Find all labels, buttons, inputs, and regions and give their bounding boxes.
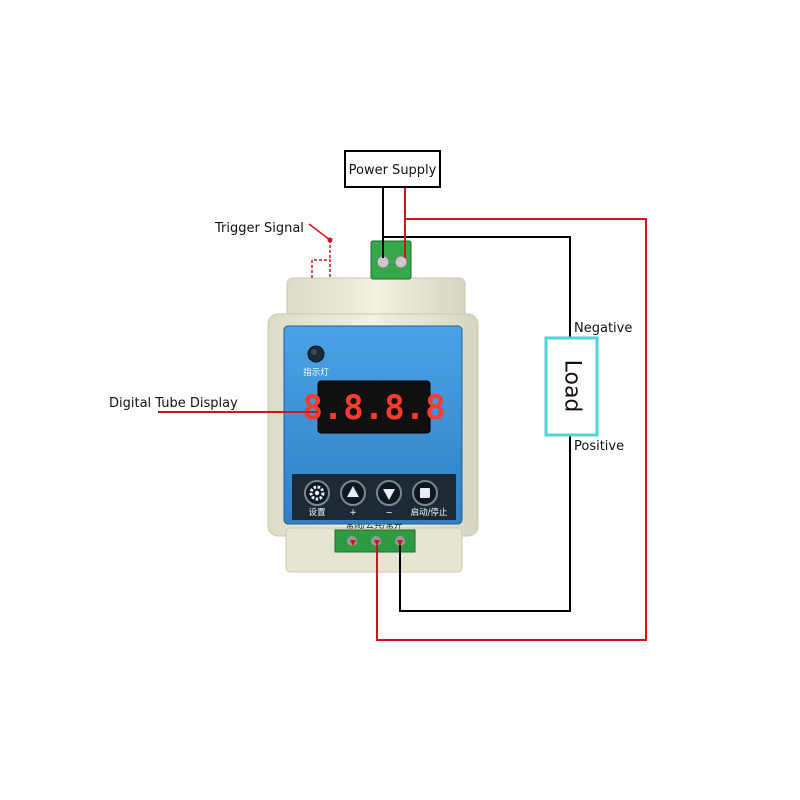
increase-button[interactable] bbox=[340, 480, 366, 506]
trigger-signal-label: Trigger Signal bbox=[214, 221, 304, 236]
digital-tube-display bbox=[317, 380, 431, 434]
start-stop-button[interactable] bbox=[412, 480, 438, 506]
black-wires bbox=[382, 188, 571, 612]
screw-icon bbox=[394, 255, 408, 269]
negative-label: Negative bbox=[574, 321, 632, 336]
terminal-label: 常闭/公共/常开 bbox=[346, 520, 403, 531]
down-triangle-icon bbox=[383, 489, 395, 500]
gear-icon bbox=[309, 485, 325, 501]
led-highlight bbox=[311, 349, 317, 355]
decrease-button-label: − bbox=[385, 508, 392, 518]
positive-label: Positive bbox=[574, 439, 624, 454]
digital-tube-display-label: Digital Tube Display bbox=[109, 396, 238, 411]
stop-square-icon bbox=[420, 488, 430, 498]
relay-module: 常闭/公共/常开 指示灯 8.8.8.8 设置 + − bbox=[267, 240, 479, 573]
red-wires bbox=[350, 188, 647, 641]
up-triangle-icon bbox=[347, 486, 359, 497]
start-stop-button-label: 启动/停止 bbox=[411, 507, 448, 518]
load-label: Load bbox=[560, 360, 585, 413]
increase-button-label: + bbox=[349, 508, 356, 518]
settings-button-label: 设置 bbox=[308, 507, 326, 518]
power-supply-box bbox=[344, 150, 441, 188]
trigger-leader-line bbox=[308, 223, 331, 241]
display-digits: 8.8.8.8 bbox=[302, 388, 445, 428]
power-terminal-block bbox=[370, 240, 412, 280]
power-supply-label: Power Supply bbox=[349, 163, 437, 178]
indicator-label: 指示灯 bbox=[303, 367, 329, 378]
trigger-input-wires bbox=[308, 223, 333, 278]
decrease-button[interactable] bbox=[376, 480, 402, 506]
load-box bbox=[544, 336, 599, 437]
settings-button[interactable] bbox=[304, 480, 330, 506]
